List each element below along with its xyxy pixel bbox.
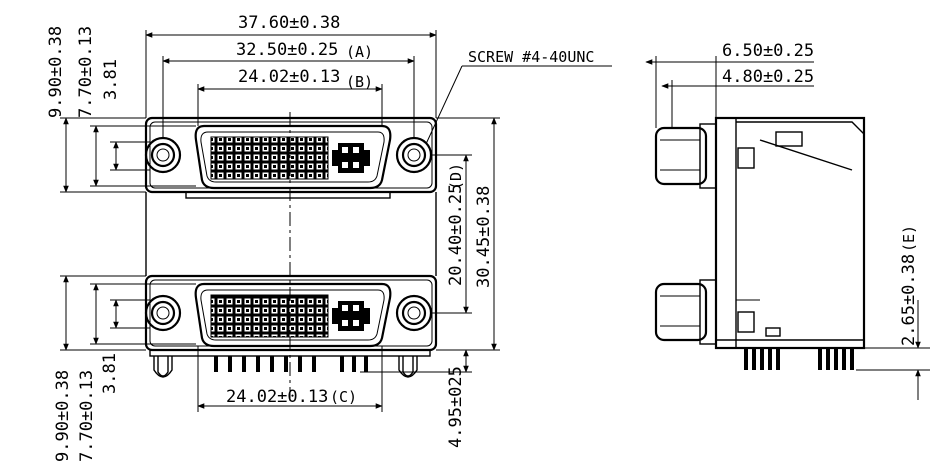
- lower-left-screw-icon: [144, 294, 182, 332]
- dims-left-lower: 9.90±0.38 7.70±0.13 3.81: [53, 275, 196, 462]
- dim-side-depth: 6.50±0.25 4.80±0.25: [645, 41, 814, 128]
- standoff-ref: (E): [900, 225, 918, 252]
- lower-right-screw-icon: [395, 294, 433, 332]
- screw-spacing-label: 32.50±0.25: [236, 40, 338, 60]
- dim-upper-connector-width: 24.02±0.13 (B): [197, 67, 383, 126]
- upper-connector-ref: (B): [346, 73, 373, 91]
- upper-left-screw-icon: [144, 136, 182, 174]
- side-lower-plug: [654, 279, 717, 345]
- overall-height-label: 30.45±0.38: [474, 186, 494, 288]
- lower-flange-height-label: 9.90±0.38: [53, 370, 73, 462]
- upper-contact-grid: [210, 136, 329, 180]
- lower-contact-grid: [210, 294, 329, 338]
- upper-cross-contact: [332, 143, 370, 173]
- upper-connector-width-label: 24.02±0.13: [238, 67, 340, 87]
- screw-spacing-ref: (A): [346, 43, 373, 61]
- dim-overall-width: 37.60±0.38: [145, 13, 437, 118]
- screw-pitch-ref: (D): [447, 163, 465, 190]
- screw-callout-label: SCREW #4-40UNC: [468, 48, 594, 66]
- lower-shell-height-label: 7.70±0.13: [77, 370, 97, 462]
- lower-connector-ref: (C): [330, 388, 357, 406]
- lower-cross-contact: [332, 301, 370, 331]
- pcb-pins: [149, 349, 431, 378]
- side-view: 6.50±0.25 4.80±0.25 2.65±0.38 (E): [645, 41, 930, 400]
- standoff-height-label: 2.65±0.38: [899, 254, 919, 346]
- lower-center-offset-label: 3.81: [100, 353, 120, 394]
- overall-width-label: 37.60±0.38: [238, 13, 340, 33]
- upper-connector: [144, 116, 438, 199]
- side-upper-plug: [654, 123, 717, 189]
- side-depth-inner-label: 4.80±0.25: [722, 67, 814, 87]
- dim-standoff: 2.65±0.38 (E): [856, 225, 930, 400]
- dims-left-upper: 9.90±0.38 7.70±0.13 3.81: [46, 26, 196, 193]
- front-view: 37.60±0.38 32.50±0.25 (A) 24.02±0.13 (B)…: [46, 13, 612, 462]
- screw-callout: SCREW #4-40UNC: [425, 48, 612, 145]
- dim-lower-connector-width: 24.02±0.13 (C): [197, 346, 383, 412]
- dim-screw-spacing: 32.50±0.25 (A): [162, 40, 415, 138]
- pin-length-label: 4.95±025: [446, 366, 466, 448]
- screw-pitch-label: 20.40±0.25: [446, 184, 466, 286]
- upper-center-offset-label: 3.81: [101, 59, 121, 100]
- lower-connector: [144, 274, 438, 352]
- side-depth-outer-label: 6.50±0.25: [722, 41, 814, 61]
- side-pins: [744, 348, 854, 370]
- lower-connector-width-label: 24.02±0.13: [226, 387, 328, 407]
- dims-right: 20.40±0.25 (D) 30.45±0.38 4.95±025: [360, 117, 500, 448]
- upper-flange-height-label: 9.90±0.38: [46, 26, 66, 118]
- upper-shell-height-label: 7.70±0.13: [76, 26, 96, 118]
